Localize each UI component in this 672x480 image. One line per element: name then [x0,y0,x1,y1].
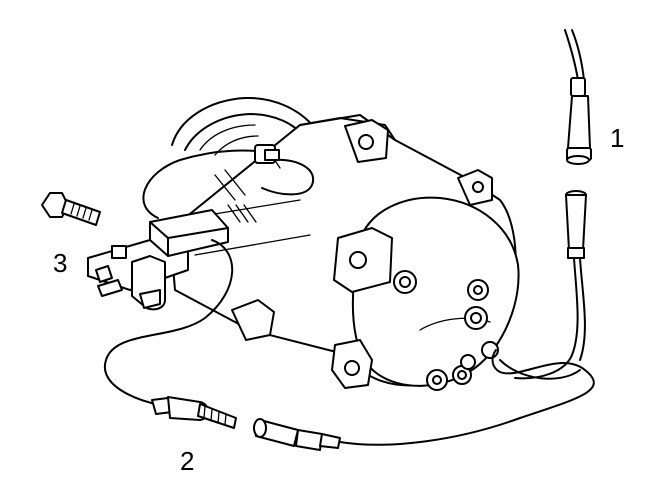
callout-3: 3 [53,248,67,278]
callout-1: 1 [610,123,624,153]
compressor-body [169,96,520,391]
connector-pair [151,349,595,451]
top-sensor-loop [142,144,315,219]
bracket-assembly [41,192,234,406]
sensor-connector [514,29,592,380]
callout-2: 2 [180,446,194,476]
